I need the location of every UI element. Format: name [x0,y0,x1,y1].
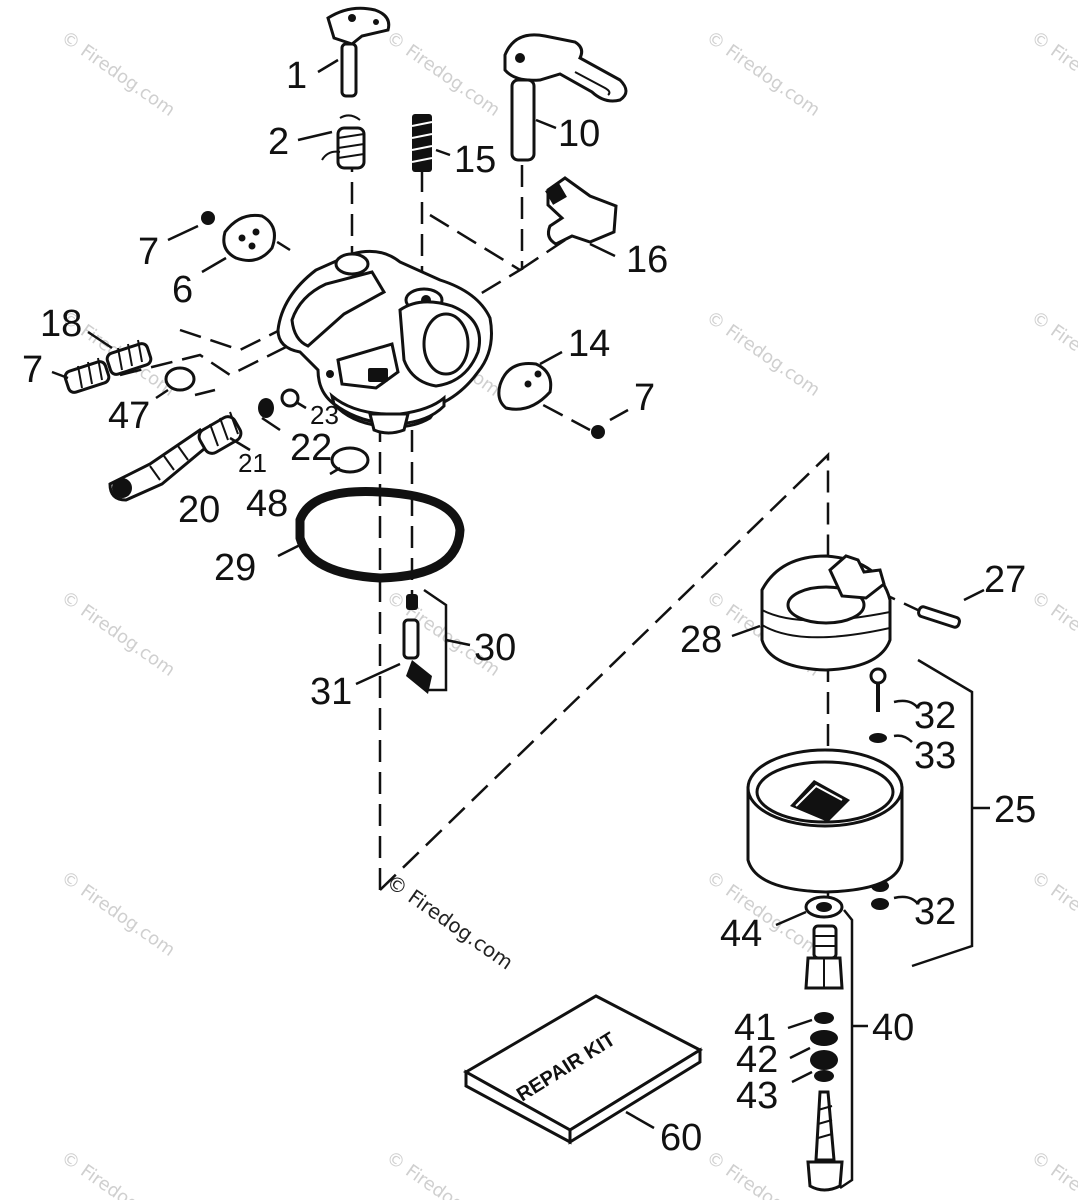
repair-kit-part: REPAIR KIT [462,994,704,1145]
float-pin-part [917,588,985,629]
watermark: © Firedog.com [57,867,179,961]
idle-spring-part [297,114,366,170]
callout-7: 7 [22,349,43,391]
watermark: © Firedog.com [702,1147,824,1200]
callout-33: 33 [914,735,956,777]
callout-27: 27 [984,559,1026,601]
callout-20: 20 [178,489,220,531]
callout-6: 6 [172,269,193,311]
watermark: © Firedog.com [1027,27,1078,121]
callout-22: 22 [290,427,332,469]
main-jet-needle-part [108,388,307,502]
throttle-plate-part [167,211,276,274]
callout-21: 21 [238,448,267,478]
callout-10: 10 [558,113,600,155]
callout-18: 18 [40,303,82,345]
callout-1: 1 [286,55,307,97]
callout-2: 2 [268,121,289,163]
watermark: © Firedog.com [702,27,824,121]
watermark: © Firedog.com [702,307,824,401]
bowl-screw-part [869,667,919,910]
callout-23: 23 [310,400,339,430]
callout-48: 48 [246,483,288,525]
callout-42: 42 [736,1039,778,1081]
watermark: © Firedog.com [57,587,179,681]
choke-shaft-part [503,33,628,162]
watermark: © Firedog.com [57,27,179,121]
gasket-48-part [329,446,370,476]
choke-plate-part [497,350,629,439]
watermark: © Firedog.com [1027,307,1078,401]
callout-40: 40 [872,1007,914,1049]
callout-60: 60 [660,1117,702,1159]
watermark: © Firedog.com [57,1147,179,1200]
callout-47: 47 [108,395,150,437]
callout-7: 7 [138,231,159,273]
idle-mixture-screw-part [51,330,153,394]
callout-43: 43 [736,1075,778,1117]
carburetor-body-part [276,249,493,435]
oring-47-part [155,366,196,400]
bracket-25 [911,658,974,968]
watermark: © Firedog.com [1027,867,1078,961]
callout-28: 28 [680,619,722,661]
callout-31: 31 [310,671,352,713]
throttle-shaft-part [317,6,391,98]
watermark: © Firedog.com [382,1147,504,1200]
callout-labels: 1 2 7 6 15 10 16 18 7 47 14 7 23 22 21 2… [22,55,1036,1159]
bowl-drain-part [775,895,868,1192]
watermark-featured: © Firedog.com [382,869,518,974]
callout-25: 25 [994,789,1036,831]
callout-16: 16 [626,239,668,281]
inlet-needle-part [355,588,471,694]
callout-32: 32 [914,695,956,737]
callout-7: 7 [634,377,655,419]
callout-32: 32 [914,891,956,933]
float-bowl-part [746,748,904,894]
watermark: © Firedog.com [382,27,504,121]
callout-44: 44 [720,913,762,955]
fuel-fitting-part [545,176,618,258]
float-part [731,554,892,672]
watermark: © Firedog.com [1027,587,1078,681]
callout-14: 14 [568,323,610,365]
bowl-gasket-ring-part [277,487,465,583]
callout-30: 30 [474,627,516,669]
callout-41: 41 [734,1007,776,1049]
callout-15: 15 [454,139,496,181]
callout-29: 29 [214,547,256,589]
adjust-screw-part [411,114,451,172]
watermark: © Firedog.com [1027,1147,1078,1200]
